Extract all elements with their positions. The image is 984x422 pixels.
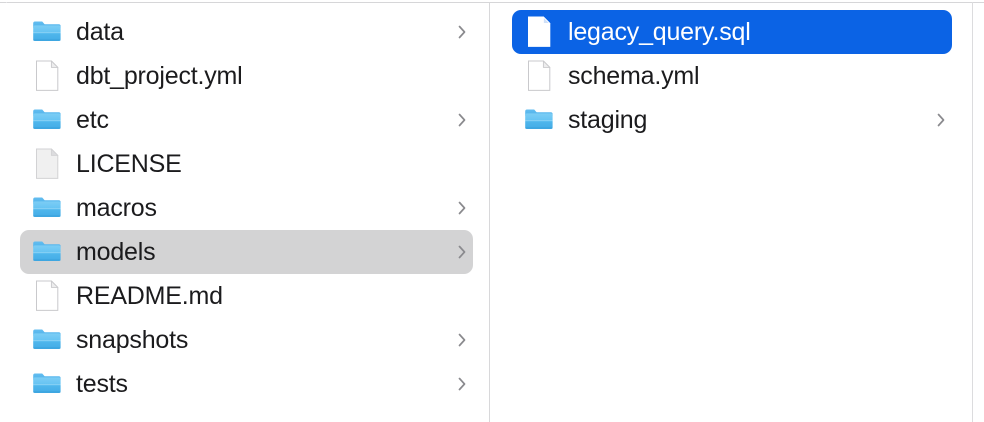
item-label: tests xyxy=(76,370,128,398)
folder-row[interactable]: staging xyxy=(512,98,952,142)
disclosure-chevron-right-icon[interactable] xyxy=(455,373,469,395)
folder-icon xyxy=(32,323,62,357)
item-label: README.md xyxy=(76,282,223,310)
disclosure-chevron-right-icon[interactable] xyxy=(455,241,469,263)
folder-icon xyxy=(32,15,62,49)
disclosure-chevron-right-icon[interactable] xyxy=(934,109,948,131)
folder-row[interactable]: models xyxy=(20,230,473,274)
item-label: data xyxy=(76,18,124,46)
folder-row[interactable]: snapshots xyxy=(20,318,473,362)
folder-icon xyxy=(32,103,62,137)
folder-icon xyxy=(524,103,554,137)
folder-row[interactable]: tests xyxy=(20,362,473,406)
folder-row[interactable]: data xyxy=(20,10,473,54)
folder-row[interactable]: etc xyxy=(20,98,473,142)
disclosure-chevron-right-icon[interactable] xyxy=(455,329,469,351)
document-icon xyxy=(524,15,554,49)
disclosure-chevron-right-icon[interactable] xyxy=(455,21,469,43)
document-icon xyxy=(32,59,62,93)
item-label: etc xyxy=(76,106,109,134)
folder-row[interactable]: macros xyxy=(20,186,473,230)
file-row[interactable]: LICENSE xyxy=(20,142,473,186)
folder-icon xyxy=(32,235,62,269)
folder-icon xyxy=(32,367,62,401)
disclosure-chevron-right-icon[interactable] xyxy=(455,109,469,131)
file-row[interactable]: dbt_project.yml xyxy=(20,54,473,98)
document-plain-icon xyxy=(32,147,62,181)
item-label: legacy_query.sql xyxy=(568,18,751,46)
document-icon xyxy=(32,279,62,313)
folder-icon xyxy=(32,191,62,225)
disclosure-chevron-right-icon[interactable] xyxy=(455,197,469,219)
item-label: macros xyxy=(76,194,157,222)
file-row[interactable]: legacy_query.sql xyxy=(512,10,952,54)
finder-column-2[interactable]: legacy_query.sql schema.yml staging xyxy=(490,3,972,422)
file-row[interactable]: README.md xyxy=(20,274,473,318)
file-row[interactable]: schema.yml xyxy=(512,54,952,98)
item-label: models xyxy=(76,238,156,266)
item-label: snapshots xyxy=(76,326,189,354)
item-label: dbt_project.yml xyxy=(76,62,243,90)
document-icon xyxy=(524,59,554,93)
window-right-border xyxy=(972,2,973,422)
item-label: schema.yml xyxy=(568,62,700,90)
item-label: staging xyxy=(568,106,648,134)
item-label: LICENSE xyxy=(76,150,182,178)
window-top-border xyxy=(0,2,984,3)
